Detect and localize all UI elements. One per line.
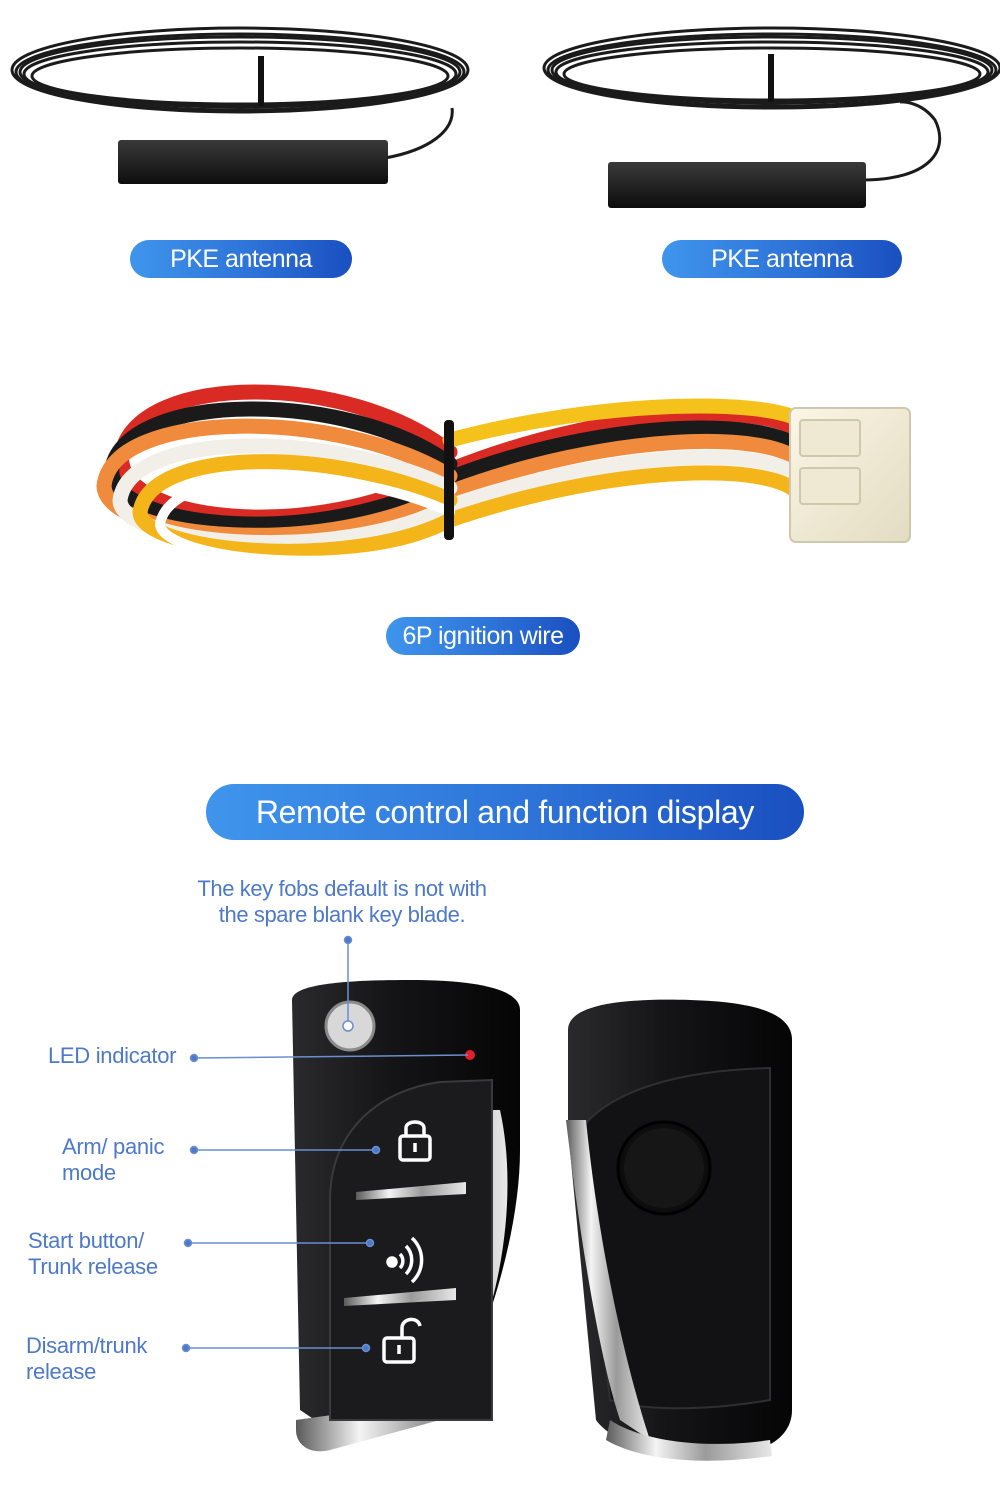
arm-panic-label: Arm/ panic mode [62,1134,164,1186]
remote-signal-icon [386,1236,424,1284]
key-blade-note-line1: The key fobs default is not with [197,876,487,901]
led-indicator-label: LED indicator [48,1043,177,1068]
pke-antenna-1-image [10,26,470,184]
disarm-trunk-label-line2: release [26,1359,97,1384]
section-title: Remote control and function display [206,784,804,840]
pke-antenna-2-label: PKE antenna [662,240,902,278]
ignition-wire-image [96,384,911,566]
key-fob-back-image [566,999,792,1461]
pke-antenna-2-image [542,26,1000,208]
disarm-trunk-label: Disarm/trunk release [26,1333,147,1385]
lock-closed-icon [398,1120,432,1162]
pke-antenna-1-label: PKE antenna [130,240,352,278]
callout-lines [181,935,469,1353]
start-trunk-label-line1: Start button/ [28,1228,144,1253]
ignition-wire-label: 6P ignition wire [386,617,580,655]
arm-panic-label-line1: Arm/ panic [62,1134,165,1159]
start-trunk-label: Start button/ Trunk release [28,1228,158,1280]
key-fob-front-image [292,980,520,1452]
key-blade-note-line2: the spare blank key blade. [218,902,466,927]
key-blade-note: The key fobs default is not with the spa… [150,876,534,928]
disarm-trunk-label-line1: Disarm/trunk [26,1333,148,1358]
lock-open-icon [382,1317,422,1364]
start-trunk-label-line2: Trunk release [28,1254,158,1279]
arm-panic-label-line2: mode [62,1160,116,1185]
